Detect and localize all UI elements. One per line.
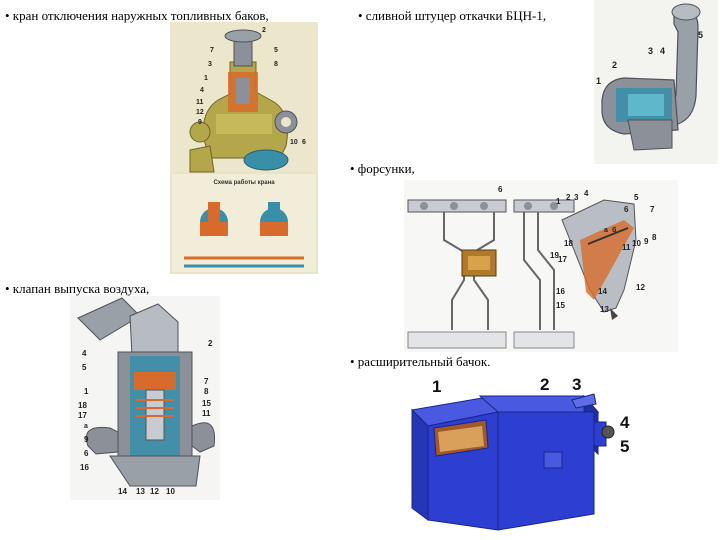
svg-text:14: 14	[598, 287, 607, 296]
svg-text:4: 4	[200, 87, 204, 94]
svg-text:1: 1	[84, 387, 89, 396]
svg-text:11: 11	[622, 243, 631, 252]
svg-text:17: 17	[558, 255, 567, 264]
svg-text:9: 9	[198, 119, 202, 126]
caption-drain-fitting: • сливной штуцер откачки БЦН-1,	[358, 8, 547, 23]
svg-text:10: 10	[166, 487, 175, 496]
svg-text:4: 4	[82, 349, 87, 358]
air-release-valve-figure: 2 4 5 7 8 1 18 17 15 11 а 9 6 16 14 13 1…	[70, 296, 220, 500]
svg-text:18: 18	[564, 239, 573, 248]
svg-text:2: 2	[612, 60, 617, 70]
svg-text:6: 6	[498, 185, 503, 194]
svg-text:10: 10	[632, 239, 641, 248]
caption-expansion-tank: • расширительный бачок.	[350, 354, 491, 369]
svg-text:13: 13	[600, 305, 609, 314]
svg-text:17: 17	[78, 411, 87, 420]
svg-text:15: 15	[556, 301, 565, 310]
caption-fuel-tank-valve: • кран отключения наружных топливных бак…	[5, 8, 269, 23]
drain-fitting-figure: 5 3 4 2 1	[594, 0, 718, 164]
svg-text:3: 3	[574, 193, 579, 202]
svg-text:4: 4	[620, 413, 630, 432]
svg-text:5: 5	[634, 193, 639, 202]
svg-text:5: 5	[82, 363, 87, 372]
svg-text:6: 6	[84, 449, 89, 458]
svg-text:2: 2	[566, 193, 571, 202]
svg-text:2: 2	[208, 339, 213, 348]
svg-text:16: 16	[80, 463, 89, 472]
svg-text:8: 8	[274, 61, 278, 68]
svg-text:4: 4	[660, 46, 665, 56]
svg-text:5: 5	[620, 437, 629, 456]
svg-text:8: 8	[204, 387, 209, 396]
valve-diagram-title: Схема работы крана	[213, 179, 275, 186]
svg-text:1: 1	[596, 76, 601, 86]
svg-text:б: б	[612, 226, 617, 234]
svg-text:1: 1	[556, 197, 561, 206]
svg-text:3: 3	[572, 375, 581, 394]
svg-text:12: 12	[196, 109, 204, 116]
svg-text:2: 2	[262, 27, 266, 34]
svg-text:18: 18	[78, 401, 87, 410]
expansion-tank-figure: 1 2 3 4 5	[408, 370, 638, 534]
svg-text:12: 12	[150, 487, 159, 496]
svg-text:5: 5	[274, 47, 278, 54]
svg-text:2: 2	[540, 375, 549, 394]
svg-text:11: 11	[196, 99, 204, 106]
svg-text:19: 19	[550, 251, 559, 260]
svg-text:6: 6	[302, 139, 306, 146]
injectors-figure: 6 1 2 3 4 5 6 7 8 9 10 11 12 13 14 18 19…	[404, 180, 678, 352]
svg-text:11: 11	[202, 409, 211, 418]
svg-text:а: а	[84, 423, 88, 430]
svg-text:15: 15	[202, 399, 211, 408]
svg-text:13: 13	[136, 487, 145, 496]
svg-text:6: 6	[624, 205, 629, 214]
fuel-valve-figure: 2 7 5 3 8 1 4 11 12 9 10 6 Схема работы …	[170, 22, 318, 274]
svg-text:9: 9	[84, 435, 89, 444]
svg-text:1: 1	[432, 377, 441, 396]
svg-text:7: 7	[650, 205, 655, 214]
svg-text:3: 3	[208, 61, 212, 68]
svg-text:12: 12	[636, 283, 645, 292]
svg-text:а: а	[604, 227, 608, 234]
svg-text:1: 1	[204, 75, 208, 82]
svg-text:16: 16	[556, 287, 565, 296]
svg-text:4: 4	[584, 189, 589, 198]
svg-text:5: 5	[698, 30, 703, 40]
svg-text:10: 10	[290, 139, 298, 146]
svg-text:9: 9	[644, 237, 649, 246]
svg-text:7: 7	[204, 377, 209, 386]
svg-text:7: 7	[210, 47, 214, 54]
caption-air-release-valve: • клапан выпуска воздуха,	[5, 281, 150, 296]
svg-text:8: 8	[652, 233, 657, 242]
svg-text:3: 3	[648, 46, 653, 56]
caption-injectors: • форсунки,	[350, 161, 415, 176]
svg-text:14: 14	[118, 487, 127, 496]
